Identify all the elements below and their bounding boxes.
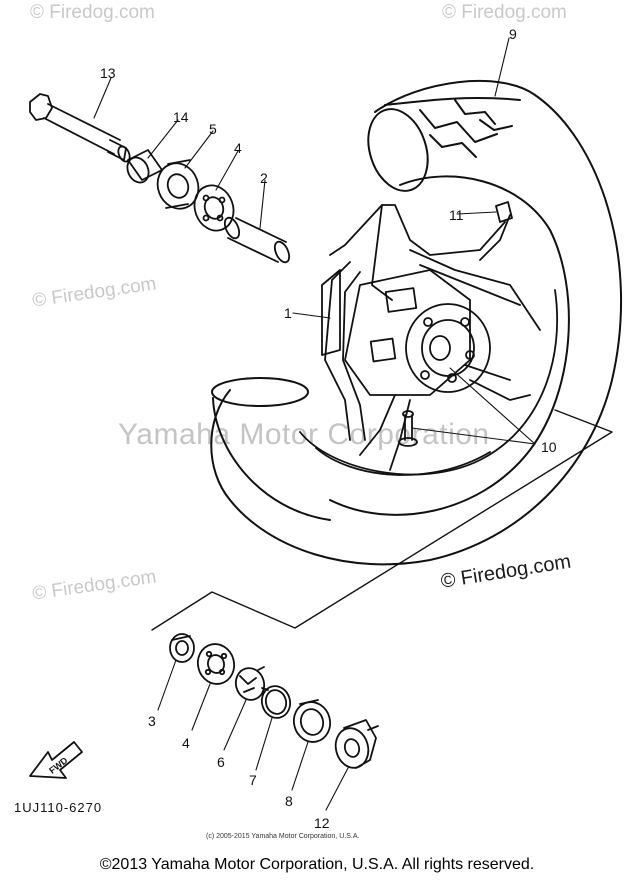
bearing-lower <box>196 643 236 685</box>
meter-gear-unit <box>334 719 379 769</box>
bearing-upper <box>193 184 235 232</box>
oil-seal-lower <box>292 699 332 743</box>
callout-7: 7 <box>249 772 257 788</box>
small-copyright: (c) 2005-2015 Yamaha Motor Corporation, … <box>206 833 360 840</box>
air-valve <box>398 410 418 447</box>
fwd-arrow <box>29 741 83 779</box>
callout-14: 14 <box>173 109 189 125</box>
callout-8: 8 <box>285 793 293 809</box>
callout-10: 10 <box>541 439 557 455</box>
hub-face <box>405 303 491 393</box>
collar-lower <box>169 633 195 663</box>
callout-3: 3 <box>148 713 156 729</box>
callout-5: 5 <box>209 121 217 137</box>
callout-4-upper: 4 <box>234 140 242 156</box>
callout-4-lower: 4 <box>182 735 190 751</box>
tire <box>210 80 623 566</box>
callout-1: 1 <box>284 305 292 321</box>
callout-13: 13 <box>100 65 116 81</box>
firedog-watermark: © Firedog.com <box>442 2 567 23</box>
axle <box>29 93 131 163</box>
footer-copyright: ©2013 Yamaha Motor Corporation, U.S.A. A… <box>99 856 535 873</box>
leader-lines <box>93 37 536 811</box>
oil-seal-upper <box>156 159 200 210</box>
firedog-watermark: © Firedog.com <box>30 2 155 23</box>
balance-weight <box>495 201 513 223</box>
callout-6: 6 <box>217 754 225 770</box>
callout-11: 11 <box>449 207 464 223</box>
circlip <box>260 685 292 719</box>
spacer <box>223 216 291 264</box>
callout-12: 12 <box>314 815 330 831</box>
yamaha-watermark: Yamaha Motor Corporation <box>118 418 490 451</box>
cast-wheel <box>299 204 559 476</box>
callout-9: 9 <box>509 26 517 42</box>
callout-2: 2 <box>260 170 268 186</box>
assembly-outline <box>151 409 613 631</box>
part-diagram-code: 1UJ110-6270 <box>14 800 103 815</box>
